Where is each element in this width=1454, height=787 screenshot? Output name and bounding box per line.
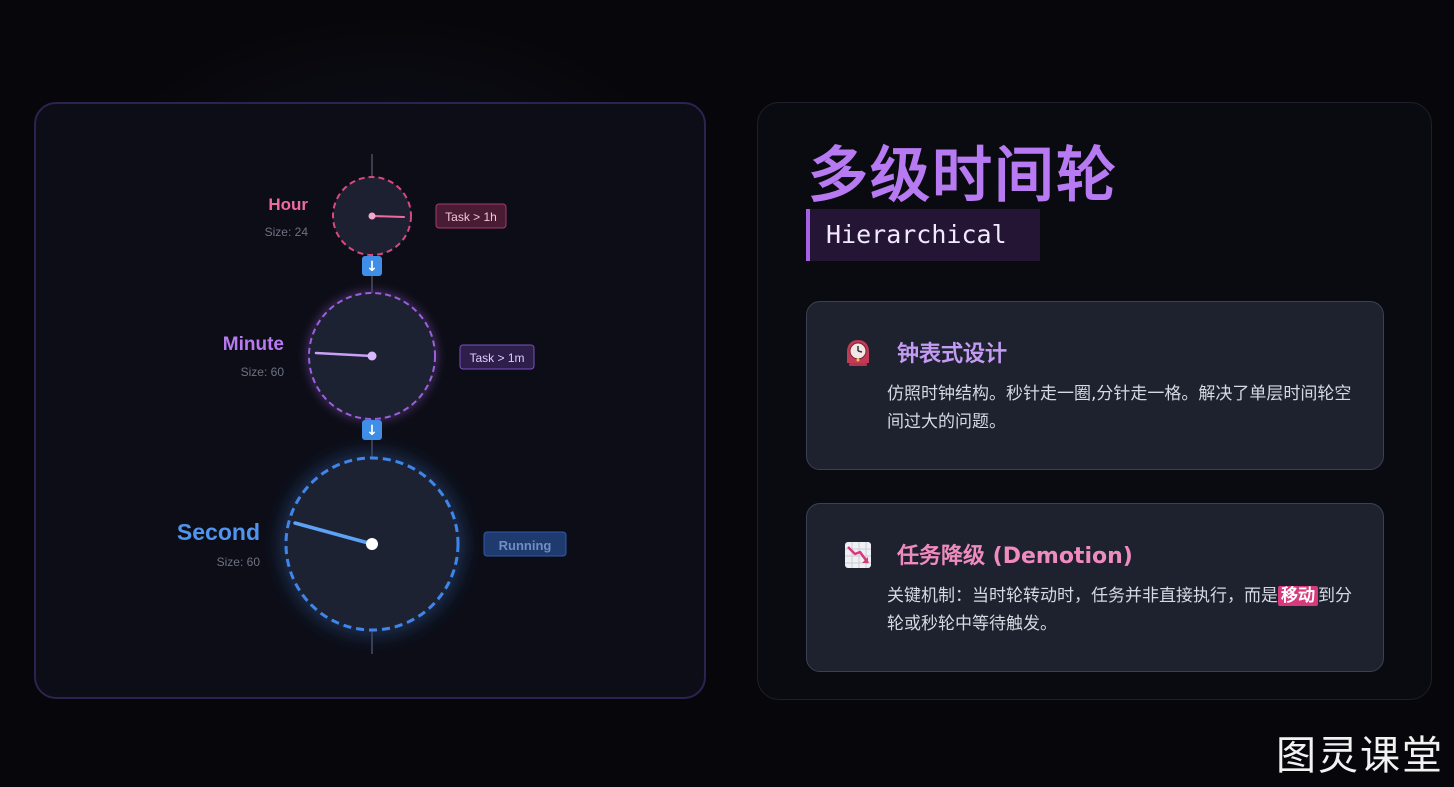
watermark: 图灵课堂: [1276, 733, 1444, 779]
highlight-move: 移动: [1278, 586, 1318, 606]
minute-wheel: Minute Size: 60 Task > 1m: [223, 292, 535, 420]
subtitle-badge: Hierarchical: [806, 209, 1040, 261]
arrow-down-icon: ↓: [366, 259, 378, 275]
feature-card-task-demotion: 任务降级 (Demotion) 关键机制：当时轮转动时，任务并非直接执行，而是移…: [806, 503, 1384, 672]
minute-task-badge: [459, 344, 535, 370]
minute-wheel-label: Minute: [223, 334, 284, 355]
arrow-box: [362, 420, 382, 440]
chart-decreasing-icon: [845, 542, 871, 568]
hour-wheel-label: Hour: [268, 195, 308, 214]
minute-hub: [367, 351, 377, 361]
arrow-box: [362, 256, 382, 276]
card-description: 关键机制：当时轮转动时，任务并非直接执行，而是移动到分轮或秒轮中等待触发。: [887, 582, 1357, 638]
hour-hand: [371, 215, 405, 218]
arrow-down-icon: ↓: [366, 423, 378, 439]
second-wheel-label: Second: [177, 519, 260, 545]
second-task-badge: [483, 531, 567, 557]
card-title: 任务降级 (Demotion): [897, 544, 1133, 569]
hour-hub: [368, 212, 376, 220]
card-description-text-end: 到分轮或秒轮中等待触发。: [887, 586, 1352, 634]
hour-task-badge-text: Task > 1h: [445, 210, 497, 224]
page-title: 多级时间轮: [808, 141, 1118, 211]
demotion-arrow-hour-to-minute: ↓: [362, 256, 382, 276]
second-task-badge-text: Running: [499, 538, 552, 553]
hour-wheel-size: Size: 24: [265, 225, 309, 239]
feature-card-clock-design: 钟表式设计 仿照时钟结构。秒针走一圈,分针走一格。解决了单层时间轮空间过大的问题…: [806, 301, 1384, 470]
demotion-arrow-minute-to-second: ↓: [362, 420, 382, 440]
minute-wheel-size: Size: 60: [241, 365, 285, 379]
clock-icon: [847, 340, 869, 366]
card-description-text: 关键机制：当时轮转动时，任务并非直接执行，而是: [887, 586, 1278, 606]
second-wheel: Second Size: 60 Running: [177, 456, 567, 632]
hour-wheel: Hour Size: 24 Task > 1h: [265, 176, 507, 256]
minute-hand: [314, 351, 374, 358]
card-description: 仿照时钟结构。秒针走一圈,分针走一格。解决了单层时间轮空间过大的问题。: [887, 384, 1352, 432]
explanation-panel: 多级时间轮 Hierarchical 钟表式设计 仿照时钟结构。秒针走一圈,分针…: [757, 102, 1432, 700]
hierarchical-wheel-diagram: Hour Size: 24 Task > 1h ↓ Minute Size: 6…: [34, 102, 706, 699]
minute-task-badge-text: Task > 1m: [469, 351, 524, 365]
second-wheel-size: Size: 60: [217, 555, 261, 569]
second-hand: [293, 521, 374, 546]
diagram-canvas: Hour Size: 24 Task > 1h ↓ Minute Size: 6…: [177, 154, 567, 654]
hour-task-badge: [435, 203, 507, 229]
card-title: 钟表式设计: [897, 342, 1008, 367]
second-hub: [366, 538, 378, 550]
subtitle-text: Hierarchical: [826, 220, 1007, 249]
